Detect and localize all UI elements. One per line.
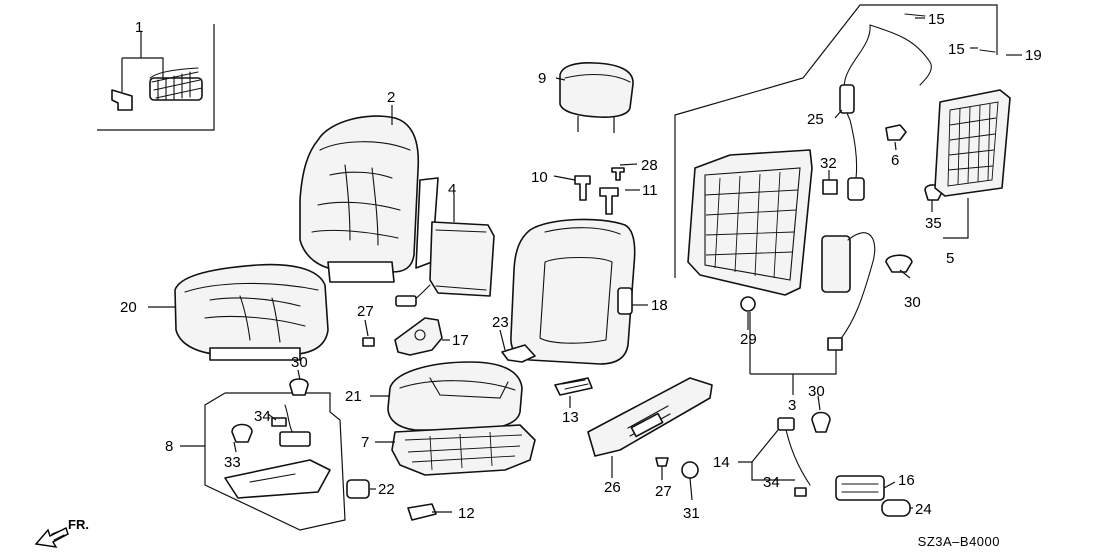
group-frames bbox=[97, 4, 998, 531]
part-1-clips bbox=[111, 57, 203, 111]
callout-28: 28 bbox=[641, 157, 658, 174]
callout-11: 11 bbox=[642, 182, 658, 199]
callout-10: 10 bbox=[531, 169, 548, 186]
callout-9: 9 bbox=[538, 70, 546, 87]
part-14-16-24 bbox=[777, 411, 911, 517]
callout-15-side: 15 bbox=[948, 41, 965, 58]
callout-30-right: 30 bbox=[904, 294, 921, 311]
callout-7: 7 bbox=[361, 434, 369, 451]
callout-26: 26 bbox=[604, 479, 621, 496]
callout-34-right: 34 bbox=[763, 474, 780, 491]
parts-6-32-29-35 bbox=[740, 124, 943, 312]
callout-29: 29 bbox=[740, 331, 757, 348]
part-8-harness bbox=[224, 378, 331, 499]
front-direction-label: FR. bbox=[68, 517, 89, 532]
part-18-seatback bbox=[510, 218, 636, 365]
callout-21: 21 bbox=[345, 388, 362, 405]
callout-8: 8 bbox=[165, 438, 173, 455]
part-4-back-panel bbox=[395, 221, 495, 307]
callout-4: 4 bbox=[448, 181, 456, 198]
callout-1: 1 bbox=[135, 19, 143, 36]
callout-14: 14 bbox=[713, 454, 730, 471]
callout-labels: 1 2 3 4 5 6 7 8 9 10 11 12 13 14 15 15 1… bbox=[120, 11, 1042, 522]
part-26-side-cover bbox=[587, 377, 713, 457]
part-7-seat-frame bbox=[391, 424, 536, 476]
callout-24: 24 bbox=[915, 501, 932, 518]
diagram-code: SZ3A‒B4000 bbox=[918, 534, 1000, 549]
callout-22: 22 bbox=[378, 481, 395, 498]
part-17-bracket bbox=[362, 317, 443, 356]
part-9-headrest bbox=[559, 62, 634, 133]
callout-33: 33 bbox=[224, 454, 241, 471]
callout-16: 16 bbox=[898, 472, 915, 489]
callout-15-top: 15 bbox=[928, 11, 945, 28]
callout-34-left: 34 bbox=[254, 408, 271, 425]
callout-6: 6 bbox=[891, 152, 899, 169]
callout-32: 32 bbox=[820, 155, 837, 172]
callout-27-upper: 27 bbox=[357, 303, 374, 320]
callout-12: 12 bbox=[458, 505, 475, 522]
callout-20: 20 bbox=[120, 299, 137, 316]
parts-10-11-28-guides bbox=[574, 167, 625, 215]
callout-5: 5 bbox=[946, 250, 954, 267]
part-20-cushion-cover bbox=[174, 263, 329, 361]
callout-25: 25 bbox=[807, 111, 824, 128]
part-2-seatback-cover bbox=[299, 115, 439, 283]
small-fasteners bbox=[346, 457, 699, 521]
front-direction-arrow: FR. bbox=[34, 517, 89, 548]
leader-lines bbox=[140, 17, 1022, 513]
part-5-back-board bbox=[934, 89, 1011, 197]
callout-31: 31 bbox=[683, 505, 700, 522]
callout-18: 18 bbox=[651, 297, 668, 314]
callout-13: 13 bbox=[562, 409, 579, 426]
seatback-frame bbox=[687, 149, 813, 296]
part-21-cushion bbox=[387, 361, 523, 431]
callout-3: 3 bbox=[788, 397, 796, 414]
callout-2: 2 bbox=[387, 89, 395, 106]
callout-30-left: 30 bbox=[291, 354, 308, 371]
callout-35: 35 bbox=[925, 215, 942, 232]
part-23-13-brackets bbox=[501, 344, 593, 396]
part-3-motor-harness bbox=[821, 232, 913, 351]
callout-19: 19 bbox=[1025, 47, 1042, 64]
callout-30-lower: 30 bbox=[808, 383, 825, 400]
callout-17: 17 bbox=[452, 332, 469, 349]
callout-27-lower: 27 bbox=[655, 483, 672, 500]
part-19-25-wires bbox=[839, 13, 996, 201]
callout-23: 23 bbox=[492, 314, 509, 331]
